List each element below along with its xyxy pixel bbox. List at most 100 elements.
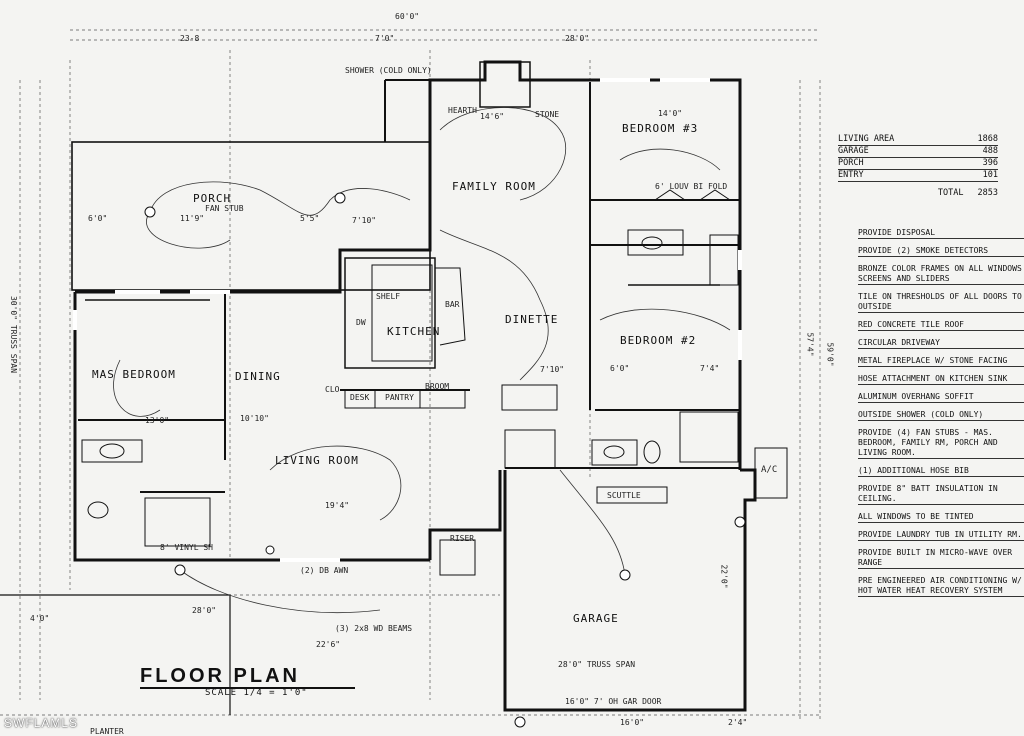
- dim-side-truss: 30'0" TRUSS SPAN: [9, 295, 19, 374]
- dim-dinette-width: 7'10": [540, 365, 565, 374]
- kitchen-block: [344, 257, 436, 369]
- note-item: All windows to be tinted: [858, 512, 1024, 523]
- area-schedule: LIVING AREA 1868 GARAGE 488 PORCH 396 EN…: [838, 134, 998, 198]
- sliding-note: (2) DB AWN: [300, 566, 349, 575]
- closet-note: CLO: [325, 385, 340, 394]
- room-label-bedroom-3: BEDROOM #3: [622, 122, 699, 135]
- kitchen-island: [371, 264, 433, 362]
- master-toilet-icon: [87, 501, 109, 519]
- dim-top-overall: 60'0": [395, 12, 420, 21]
- note-item: Provide (4) fan stubs - mas. bedroom, fa…: [858, 428, 1024, 459]
- area-label: LIVING AREA: [838, 134, 895, 144]
- dim-porch-right: 7'10": [352, 216, 377, 225]
- stone-note: STONE: [535, 110, 560, 119]
- note-item: Outside shower (cold only): [858, 410, 1024, 421]
- hall-vanity: [627, 229, 684, 256]
- note-item: Provide laundry tub in utility rm.: [858, 530, 1024, 541]
- dim-bed2-right: 7'4": [700, 364, 720, 373]
- area-label: GARAGE: [838, 146, 869, 156]
- pantry-row: [344, 389, 466, 409]
- utility-sink: [501, 384, 558, 411]
- area-row: PORCH 396: [838, 158, 998, 170]
- dim-left: 4'0": [30, 614, 50, 623]
- area-row: LIVING AREA 1868: [838, 134, 998, 146]
- area-value: 1868: [977, 134, 998, 144]
- bath2-vanity: [591, 439, 638, 466]
- dim-bed2-left: 6'0": [610, 364, 630, 373]
- planter-note: PLANTER: [90, 727, 124, 736]
- electrical-wiring: [113, 107, 731, 613]
- note-item: Hose attachment on kitchen sink: [858, 374, 1024, 385]
- ac-unit: [754, 447, 788, 499]
- area-value: 488: [982, 146, 998, 156]
- dim-porch-mid: 5'5": [300, 214, 320, 223]
- area-total: TOTAL 2853: [838, 188, 998, 198]
- room-label-garage: GARAGE: [573, 612, 619, 625]
- riser-box: [439, 539, 476, 576]
- hall-tub: [709, 234, 739, 286]
- fireplace: [479, 61, 531, 108]
- dim-top-left: 23-8: [180, 34, 200, 43]
- area-row: GARAGE 488: [838, 146, 998, 158]
- broom-note: BROOM: [425, 382, 450, 391]
- dim-bottom-far: 2'4": [728, 718, 748, 727]
- area-label: PORCH: [838, 158, 864, 168]
- area-total-label: TOTAL: [937, 188, 964, 198]
- area-value: 396: [982, 158, 998, 168]
- dim-mb-width: 13'0": [145, 416, 170, 425]
- dim-garage-depth: 22'0": [719, 564, 729, 589]
- note-item: (1) additional hose bib: [858, 466, 1024, 477]
- note-item: Bronze color frames on all windows scree…: [858, 264, 1024, 285]
- room-label-living-room: LIVING ROOM: [275, 454, 359, 467]
- room-label-kitchen: KITCHEN: [387, 325, 441, 338]
- area-value: 101: [982, 170, 998, 180]
- shelf-note: SHELF: [376, 292, 401, 301]
- dw-note: DW: [356, 318, 366, 327]
- dim-bottom-right: 16'0": [620, 718, 645, 727]
- fan-stub-note: FAN STUB: [205, 204, 244, 213]
- note-item: Red concrete tile roof: [858, 320, 1024, 331]
- dim-top-mid: 7'0": [375, 34, 395, 43]
- dim-bottom-left: 28'0": [192, 606, 217, 615]
- hearth-note: HEARTH: [448, 106, 477, 115]
- vinyl-note: 8' VINYL SH: [160, 543, 213, 552]
- dim-dining-width: 10'10": [240, 414, 269, 423]
- pantry-note: PANTRY: [385, 393, 414, 402]
- master-sink-icon: [99, 443, 125, 459]
- room-label-family-room: FAMILY ROOM: [452, 180, 536, 193]
- title-underline: [140, 687, 355, 689]
- window-openings: [73, 78, 742, 562]
- shower-note: SHOWER (COLD ONLY): [345, 66, 432, 75]
- bar-note: BAR: [445, 300, 460, 309]
- kitchen-bar: [435, 267, 466, 346]
- dim-garage-door: 16'0" 7' OH GAR DOOR: [565, 697, 662, 706]
- area-total-value: 2853: [977, 188, 998, 198]
- dim-family-top: 14'6": [480, 112, 505, 121]
- porch-outline: [71, 141, 431, 291]
- dim-beams: (3) 2x8 WD BEAMS: [335, 624, 413, 633]
- room-label-dinette: DINETTE: [505, 313, 559, 326]
- note-item: Provide built in micro-wave over range: [858, 548, 1024, 569]
- watermark: SWFLAMLS: [4, 716, 79, 730]
- dim-bed3-width: 14'0": [658, 109, 683, 118]
- construction-notes: Provide disposal Provide (2) smoke detec…: [858, 228, 1024, 604]
- area-label: ENTRY: [838, 170, 864, 180]
- note-item: Tile on thresholds of all doors to outsi…: [858, 292, 1024, 313]
- room-label-dining: DINING: [235, 370, 281, 383]
- note-item: Provide 8" batt insulation in ceiling.: [858, 484, 1024, 505]
- dim-right-outer: 59'0": [825, 342, 835, 367]
- riser-note: RISER: [450, 534, 475, 543]
- dim-garage-truss: 28'0" TRUSS SPAN: [558, 660, 636, 669]
- note-item: Aluminum overhang soffit: [858, 392, 1024, 403]
- light-fixtures: [144, 192, 746, 728]
- scuttle-box: [596, 486, 668, 504]
- entry-closet: [504, 429, 556, 469]
- dim-porch-width: 11'9": [180, 214, 205, 223]
- desk-note: DESK: [350, 393, 370, 402]
- room-label-porch: PORCH: [193, 192, 232, 205]
- master-vanity: [81, 439, 143, 463]
- room-label-bedroom-2: BEDROOM #2: [620, 334, 697, 347]
- note-item: Circular driveway: [858, 338, 1024, 349]
- room-label-master-bedroom: MAS BEDROOM: [92, 368, 176, 381]
